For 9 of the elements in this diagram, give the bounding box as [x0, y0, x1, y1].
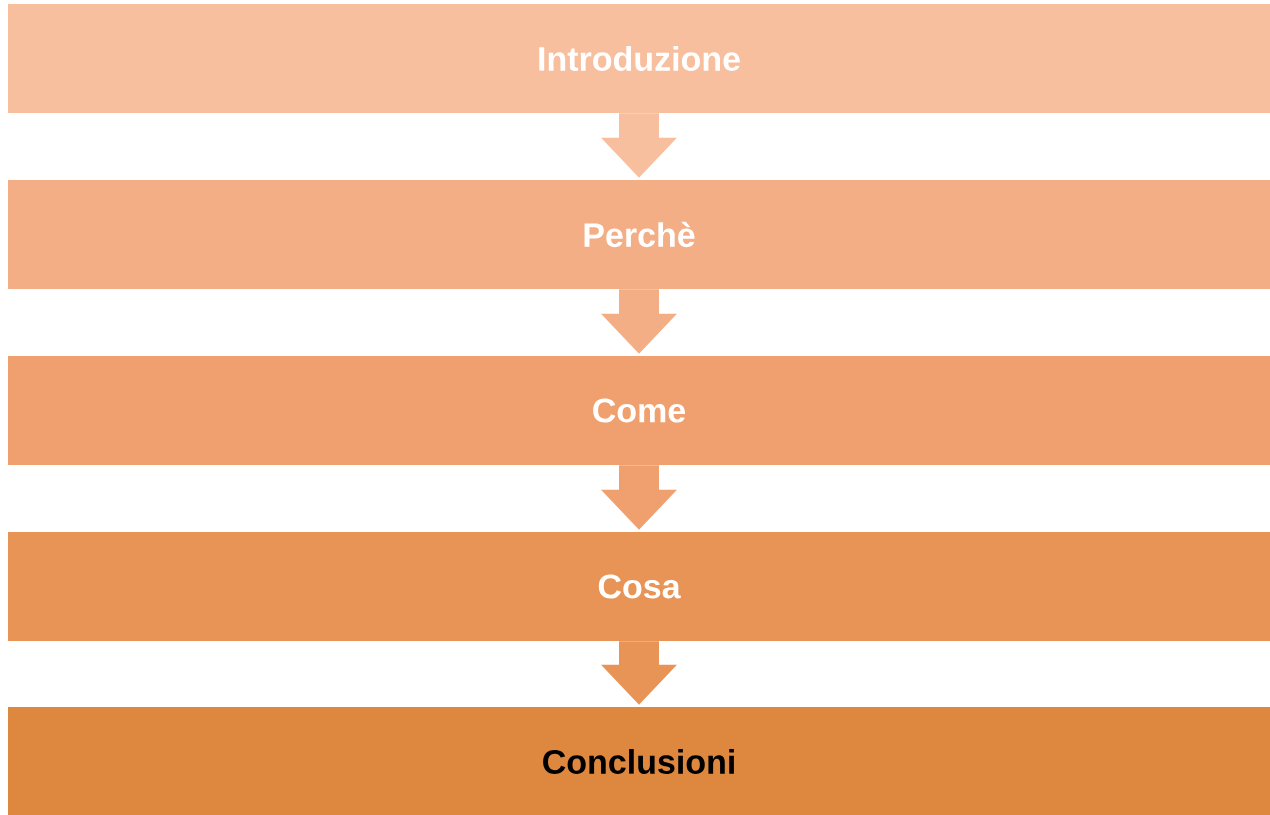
step-box: Conclusioni [8, 707, 1270, 815]
step-box: Cosa [8, 532, 1270, 641]
block-arrow [601, 289, 677, 354]
block-arrow [601, 113, 677, 178]
block-arrow [601, 641, 677, 705]
step-box: Introduzione [8, 4, 1270, 113]
step-box: Perchè [8, 180, 1270, 289]
block-arrow [601, 465, 677, 530]
step-box: Come [8, 356, 1270, 465]
